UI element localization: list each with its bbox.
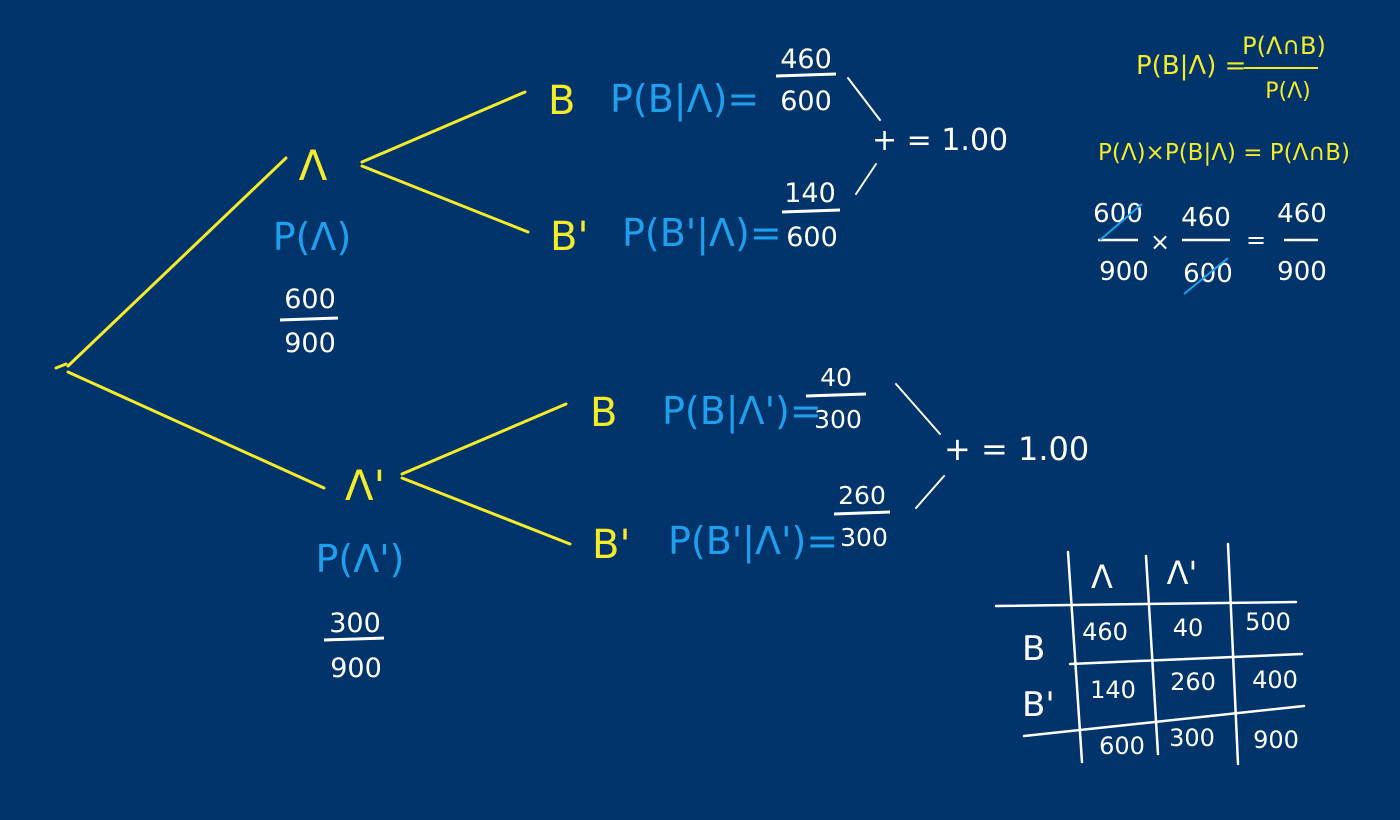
- formula-3-cancel-1: [1099, 203, 1143, 241]
- table-col-header-a: Λ: [1091, 558, 1113, 596]
- table-cell: 500: [1245, 608, 1291, 636]
- table-cell: 300: [1169, 724, 1215, 752]
- contingency-table: Λ Λ' B 460 40 500 B' 140 260 400 600 300…: [994, 542, 1306, 766]
- branch-a-prime-to-b-prime: [400, 476, 572, 546]
- node-a-prime-b-prime: B': [592, 522, 630, 568]
- table-line-v2: [1144, 554, 1160, 756]
- node-a-b: B: [548, 78, 575, 124]
- prob-a: P(Λ): [273, 215, 352, 259]
- sum-bottom: + = 1.00: [944, 430, 1089, 468]
- branch-a-prime-to-b: [400, 402, 568, 476]
- sum-bracket-top: [847, 77, 881, 195]
- sum-top: + = 1.00: [872, 123, 1008, 158]
- node-a: Λ: [299, 141, 328, 190]
- table-line-h3: [1022, 704, 1306, 738]
- prob-b-prime-given-a-prime: P(B'|Λ')=: [668, 519, 838, 564]
- table-cell: 260: [1170, 668, 1216, 696]
- formula-1-lhs: P(B|Λ) =: [1136, 51, 1246, 81]
- prob-b-prime-given-a: P(B'|Λ)=: [622, 211, 782, 256]
- prob-a-denominator: 900: [284, 328, 336, 359]
- prob-a-prime-numerator: 300: [329, 608, 381, 639]
- branch-a-to-b-prime: [360, 164, 530, 234]
- node-a-prime: Λ': [345, 461, 385, 510]
- formula-3-n2: 460: [1181, 203, 1231, 233]
- prob-a-prime: P(Λ'): [315, 537, 404, 581]
- node-a-b-prime: B': [550, 214, 588, 260]
- table-cell: 400: [1252, 666, 1298, 694]
- branch-root-to-a-prime: [66, 370, 326, 490]
- table-cell: 140: [1090, 676, 1136, 704]
- prob-b-prime-given-a-fraction-bar: [781, 208, 841, 214]
- formula-2: P(Λ)×P(B|Λ) = P(Λ∩B): [1098, 140, 1350, 166]
- prob-b-given-a-denominator: 600: [780, 86, 832, 117]
- prob-b-prime-given-a-denominator: 600: [786, 222, 838, 253]
- prob-a-prime-fraction-bar: [323, 636, 385, 642]
- prob-b-given-a-prime-numerator: 40: [820, 363, 852, 392]
- prob-b-prime-given-a-prime-denominator: 300: [840, 523, 888, 552]
- formula-3-cancel-2: [1183, 257, 1229, 295]
- formula-3-equals: =: [1246, 226, 1266, 254]
- node-a-prime-b: B: [590, 390, 617, 436]
- prob-b-given-a-fraction-bar: [775, 72, 837, 78]
- prob-a-prime-denominator: 900: [330, 653, 382, 684]
- prob-b-prime-given-a-numerator: 140: [784, 178, 836, 209]
- table-cell: 40: [1173, 614, 1204, 642]
- branch-root-to-a: [66, 156, 288, 368]
- formulas: P(B|Λ) = P(Λ∩B) P(Λ) P(Λ)×P(B|Λ) = P(Λ∩B…: [1093, 32, 1350, 295]
- formula-3-d1: 900: [1099, 257, 1149, 287]
- table-line-h2: [1068, 652, 1304, 666]
- table-cell: 460: [1082, 618, 1128, 646]
- formula-3-d3: 900: [1277, 257, 1327, 287]
- table-cell: 900: [1253, 726, 1299, 754]
- formula-3-times: ×: [1150, 228, 1170, 256]
- table-line-v3: [1226, 542, 1240, 766]
- formula-1-numerator: P(Λ∩B): [1242, 32, 1326, 60]
- table-row-label-b-prime: B': [1022, 685, 1055, 725]
- branch-a-to-b: [360, 90, 527, 164]
- prob-b-given-a: P(B|Λ)=: [610, 77, 759, 122]
- table-line-v1: [1066, 550, 1084, 764]
- tree-diagram: [54, 90, 572, 546]
- prob-b-prime-given-a-prime-numerator: 260: [838, 481, 886, 510]
- prob-b-given-a-prime: P(B|Λ')=: [662, 389, 822, 434]
- table-row-label-b: B: [1022, 629, 1045, 669]
- formula-3-n3: 460: [1277, 199, 1327, 229]
- prob-b-given-a-prime-denominator: 300: [814, 405, 862, 434]
- root-tick: [54, 362, 68, 370]
- prob-b-given-a-prime-fraction-bar: [805, 392, 867, 398]
- table-cell: 600: [1099, 732, 1145, 760]
- prob-a-numerator: 600: [284, 284, 336, 315]
- prob-a-fraction-bar: [279, 316, 339, 322]
- sum-bracket-bottom: [895, 383, 945, 509]
- table-line-h1: [994, 600, 1298, 608]
- prob-b-prime-given-a-prime-fraction-bar: [833, 510, 891, 516]
- formula-1-denominator: P(Λ): [1265, 79, 1310, 104]
- table-col-header-a-prime: Λ': [1167, 554, 1198, 592]
- prob-b-given-a-numerator: 460: [780, 44, 832, 75]
